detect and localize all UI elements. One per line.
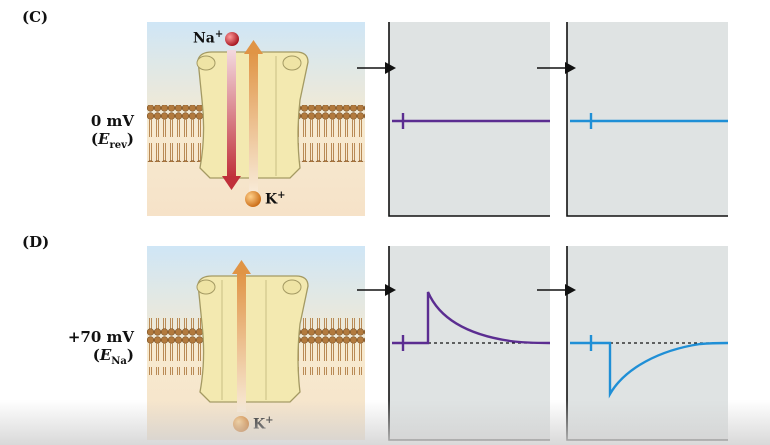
panel-c-voltage-symbol: (Erev) <box>90 130 134 151</box>
panel-c-voltage-label: 0 mV (Erev) <box>60 112 134 155</box>
panel-d-blue-trace <box>570 335 729 399</box>
panel-c-trace-plot-2 <box>537 22 728 217</box>
panel-c-voltage-value: 0 mV <box>90 112 134 130</box>
panel-c-potassium-arrow <box>249 52 258 192</box>
panel-c-potassium-arrowhead <box>244 40 263 54</box>
potassium-ion-icon <box>245 191 261 207</box>
arrow-right-icon-head <box>565 284 576 296</box>
panel-d-potassium-arrowhead <box>232 260 251 274</box>
panel-c-plot-2-axes <box>566 22 728 217</box>
arrow-right-icon-head <box>385 284 396 296</box>
panel-d-trace-plot-1 <box>357 246 551 441</box>
panel-c-channel-illustration <box>147 22 365 216</box>
panel-c-sodium-label: Na+ <box>193 29 224 47</box>
panel-d-label: (D) <box>22 233 50 251</box>
panel-c-trace-plot-1 <box>357 22 550 217</box>
panel-d-voltage-value: +70 mV <box>67 328 134 346</box>
panel-d-voltage-symbol: (ENa) <box>92 346 134 367</box>
arrow-right-icon-head <box>565 62 576 74</box>
panel-c-plot-2-background <box>567 22 728 216</box>
panel-c-plot-1-background <box>389 22 550 216</box>
arrow-right-icon-head <box>385 62 396 74</box>
panel-d-potassium-label: K+ <box>253 415 274 433</box>
panel-c-sodium-arrowhead <box>222 176 241 190</box>
panel-c-sodium-arrow <box>227 50 236 178</box>
panel-c-potassium-label: K+ <box>265 190 286 208</box>
panel-c-purple-trace <box>392 113 550 129</box>
panel-c-plot-1-axes <box>388 22 550 217</box>
sodium-ion-icon <box>225 32 239 46</box>
panel-d-channel-protein <box>197 275 309 403</box>
panel-d-channel-illustration <box>147 246 365 440</box>
panel-d-purple-trace <box>392 291 551 351</box>
panel-c-blue-trace <box>570 113 728 129</box>
panel-d-trace-plot-2 <box>537 246 729 441</box>
panel-c-label: (C) <box>22 8 49 26</box>
panel-d-voltage-label: +70 mV (ENa) <box>50 328 134 371</box>
panel-d-potassium-arrow <box>237 272 246 412</box>
potassium-ion-icon <box>233 416 249 432</box>
